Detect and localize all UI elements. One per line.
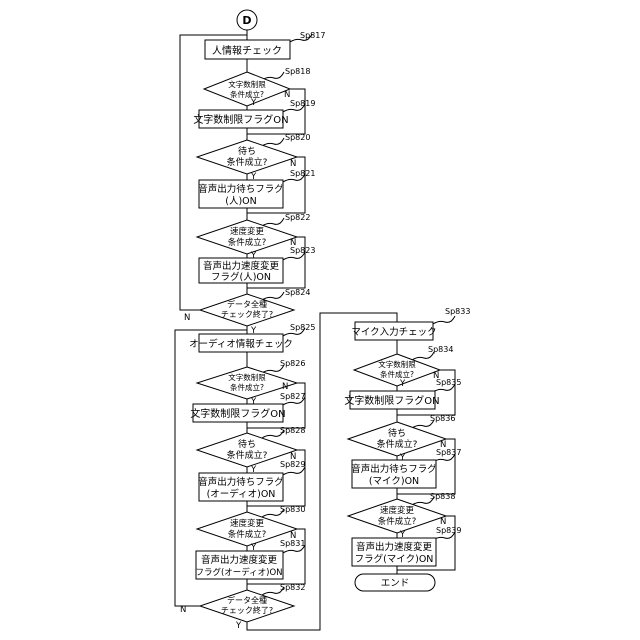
decision-all-checked: データ全種 チェック終了? Sp824	[200, 288, 310, 326]
yes-label: Y	[399, 453, 406, 463]
no-label: N	[282, 382, 288, 392]
decision-line1: 文字数制限	[228, 79, 266, 89]
start-connector: D	[237, 10, 257, 30]
process-line1: 音声出力待ちフラグ	[198, 183, 284, 195]
no-label: N	[440, 517, 446, 527]
no-label: N	[180, 605, 186, 615]
process-label: オーディオ情報チェック	[189, 338, 293, 350]
yes-label: Y	[399, 379, 406, 389]
yes-label: Y	[250, 251, 257, 261]
process-label: 文字数制限フラグON	[344, 394, 439, 407]
step-label: Sp835	[436, 378, 461, 387]
decision-line1: 文字数制限	[228, 372, 266, 382]
process-line2: フラグ(オーディオ)ON	[195, 567, 282, 578]
process-line1: 音声出力待ちフラグ	[198, 476, 284, 488]
step-label: Sp817	[300, 31, 325, 40]
decision-line1: 文字数制限	[378, 359, 416, 369]
step-label: Sp819	[290, 99, 315, 108]
decision-line2: チェック終了?	[221, 605, 273, 615]
start-connector-label: D	[242, 14, 251, 27]
step-label: Sp824	[285, 288, 310, 297]
decision-line2: 条件成立?	[378, 516, 417, 527]
step-label: Sp832	[280, 583, 305, 592]
step-label: Sp830	[280, 505, 305, 514]
no-label: N	[290, 531, 296, 541]
yes-label: Y	[250, 397, 257, 407]
no-label: N	[284, 90, 290, 100]
step-label: Sp826	[280, 359, 305, 368]
process-line1: 音声出力速度変更	[203, 260, 280, 272]
process-line1: 音声出力待ちフラグ	[351, 463, 437, 475]
decision-line2: 条件成立?	[227, 449, 268, 461]
step-label: Sp822	[285, 213, 310, 222]
decision-line1: データ全種	[227, 595, 267, 605]
process-line2: (オーディオ)ON	[207, 488, 276, 500]
decision-line1: 待ち	[238, 438, 256, 450]
process-mic-check: マイク入力チェック Sp833	[351, 307, 470, 340]
process-line2: フラグ(人)ON	[211, 271, 271, 283]
process-wait-flag: 音声出力待ちフラグ (人)ON Sp821	[198, 169, 315, 208]
yes-label: Y	[250, 326, 257, 336]
no-label: N	[184, 313, 190, 323]
decision-line1: 待ち	[238, 145, 256, 157]
process-line2: フラグ(マイク)ON	[355, 553, 434, 565]
step-label: Sp820	[285, 133, 310, 142]
no-label: N	[440, 440, 446, 450]
yes-label: Y	[250, 465, 257, 475]
process-label: 文字数制限フラグON	[190, 407, 285, 420]
process-label: 文字数制限フラグON	[193, 113, 288, 126]
yes-label: Y	[250, 543, 257, 553]
yes-label: Y	[399, 530, 406, 540]
yes-label: Y	[235, 621, 242, 631]
process-line2: (マイク)ON	[369, 476, 419, 487]
process-line2: (人)ON	[225, 196, 257, 207]
step-label: Sp839	[436, 526, 461, 535]
step-label: Sp827	[280, 392, 305, 401]
decision-line1: 待ち	[388, 427, 406, 439]
no-label: N	[290, 452, 296, 462]
step-label: Sp838	[430, 492, 455, 501]
no-label: N	[290, 159, 296, 169]
decision-line1: データ全種	[227, 299, 267, 309]
step-label: Sp834	[428, 345, 453, 354]
process-label: 人情報チェック	[212, 44, 282, 57]
step-label: Sp828	[280, 426, 305, 435]
decision-line2: 条件成立?	[228, 529, 267, 540]
decision-line2: 条件成立?	[228, 237, 267, 248]
step-label: Sp825	[290, 323, 315, 332]
no-label: N	[433, 371, 439, 381]
no-label: N	[290, 238, 296, 248]
decision-line1: 速度変更	[380, 505, 415, 516]
decision-line2: 条件成立?	[377, 438, 418, 450]
process-line1: 音声出力速度変更	[201, 554, 278, 566]
decision-line1: 速度変更	[230, 226, 265, 237]
decision-line2: チェック終了?	[221, 309, 273, 319]
step-label: Sp821	[290, 169, 315, 178]
step-label: Sp818	[285, 67, 310, 76]
process-speed-flag-3: 音声出力速度変更 フラグ(マイク)ON Sp839	[352, 526, 461, 566]
step-label: Sp833	[445, 307, 470, 316]
end-terminator: エンド	[355, 574, 435, 591]
decision-all-checked-2: データ全種 チェック終了? Sp832	[200, 583, 305, 622]
yes-label: Y	[250, 172, 257, 182]
decision-line1: 速度変更	[230, 518, 265, 529]
decision-line2: 条件成立?	[227, 156, 268, 168]
decision-line2: 条件成立?	[230, 382, 264, 392]
process-line1: 音声出力速度変更	[356, 541, 433, 553]
process-wait-flag-3: 音声出力待ちフラグ (マイク)ON Sp837	[351, 448, 461, 488]
decision-line2: 条件成立?	[230, 89, 264, 99]
end-label: エンド	[381, 578, 410, 589]
decision-line2: 条件成立?	[380, 369, 414, 379]
process-speed-flag: 音声出力速度変更 フラグ(人)ON Sp823	[199, 246, 315, 283]
process-label: マイク入力チェック	[351, 326, 436, 338]
step-label: Sp836	[430, 414, 455, 423]
yes-label: Y	[250, 98, 257, 108]
